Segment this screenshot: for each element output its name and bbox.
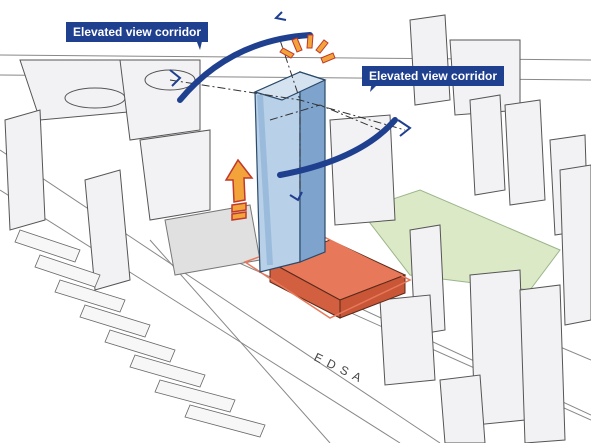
sunburst-icon (279, 34, 336, 64)
up-arrow-icon (224, 158, 254, 221)
corridor-label-right: Elevated view corridor (362, 66, 505, 86)
buildings-left (4, 59, 211, 291)
corridor-label-left: Elevated view corridor (66, 22, 209, 42)
green-area (359, 189, 561, 291)
corridor-arrow-icon (169, 11, 412, 202)
corridor-arcs (177, 32, 398, 178)
tower (253, 71, 327, 273)
view-axes (169, 39, 406, 190)
row-houses (14, 229, 266, 438)
